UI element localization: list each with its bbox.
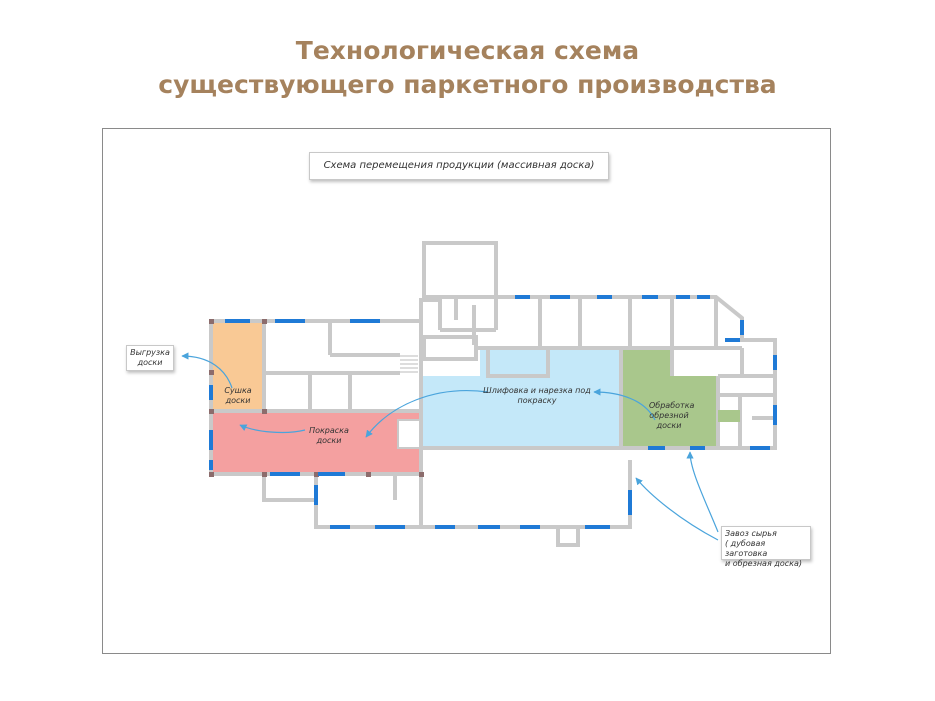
legend-box: Схема перемещения продукции (массивная д… xyxy=(309,152,609,180)
callout-unloading-text: Выгрузка доски xyxy=(130,348,170,367)
arrow-processing-to-sanding xyxy=(593,388,656,421)
windows xyxy=(209,295,777,529)
label-processing: Обработка обрезной доски xyxy=(649,401,695,430)
title-line-1: Технологическая схема xyxy=(295,36,640,65)
stairs xyxy=(400,355,418,373)
arrow-sanding-to-painting xyxy=(365,390,489,438)
processing-passage xyxy=(718,410,740,422)
callout-unloading: Выгрузка доски xyxy=(126,345,174,371)
painting-cutout xyxy=(397,419,422,449)
painting-zone xyxy=(211,411,421,474)
callout-intake-line-2: ( дубовая заготовка xyxy=(725,539,768,558)
label-sanding: Шлифовка и нарезка под покраску xyxy=(483,386,591,405)
drying-zone xyxy=(211,321,264,411)
processing-zone xyxy=(621,348,718,448)
page-title: Технологическая схема существующего парк… xyxy=(0,34,935,102)
legend-text: Схема перемещения продукции (массивная д… xyxy=(323,160,595,171)
callout-intake-line-3: и обрезная доска) xyxy=(725,559,802,568)
columns xyxy=(209,319,424,477)
diagram-frame xyxy=(102,128,831,654)
arrow-intake-to-processing xyxy=(686,451,719,533)
callout-intake: Завоз сырья ( дубовая заготовка и обрезн… xyxy=(721,526,811,568)
arrow-drying-to-unloading xyxy=(181,352,233,389)
flow-arrows xyxy=(181,352,719,541)
label-painting: Покраска доски xyxy=(309,426,349,445)
label-drying: Сушка доски xyxy=(224,386,252,405)
callout-intake-line-1: Завоз сырья xyxy=(725,529,777,538)
title-line-2: существующего паркетного производства xyxy=(158,70,777,99)
arrow-intake-to-entrance xyxy=(635,477,719,541)
arrow-painting-to-drying xyxy=(239,424,306,434)
sanding-zone xyxy=(421,348,621,448)
